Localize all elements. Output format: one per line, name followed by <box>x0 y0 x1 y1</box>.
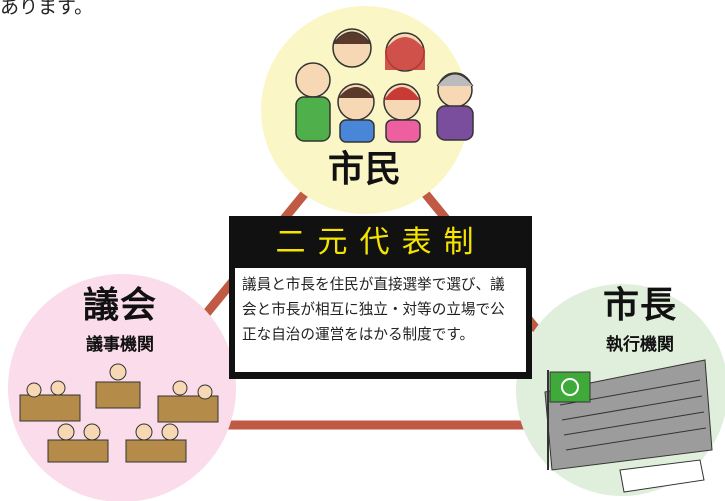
assembly-title: 議会 <box>82 285 157 326</box>
citizens-title: 市民 <box>327 149 402 190</box>
assembly-subtitle: 議事機関 <box>86 335 154 355</box>
flag <box>549 371 591 403</box>
mayor-title: 市長 <box>602 285 677 326</box>
dual-representation-box: 二元代表制 議員と市長を住民が直接選挙で選び、議会と市長が相互に独立・対等の立場… <box>229 216 532 379</box>
box-body: 議員と市長を住民が直接選挙で選び、議会と市長が相互に独立・対等の立場で公正な自治… <box>235 268 526 372</box>
intro-text: あります。 <box>0 0 94 18</box>
city-hall-illustration <box>544 359 713 493</box>
mayor-subtitle: 執行機関 <box>606 335 674 355</box>
citizens-illustration <box>295 28 474 143</box>
assembly-illustration <box>19 363 219 463</box>
box-title: 二元代表制 <box>275 225 486 260</box>
